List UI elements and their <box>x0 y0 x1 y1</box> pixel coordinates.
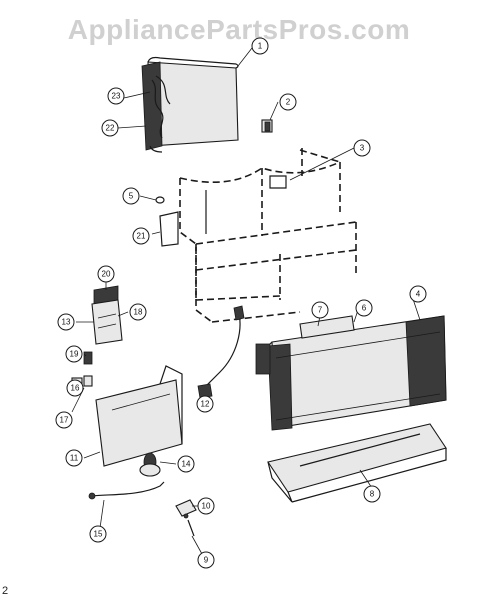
callout-label: 15 <box>94 530 103 539</box>
chassis-housing <box>179 148 357 323</box>
callout-14: 14 <box>177 455 195 473</box>
callout-circle <box>355 299 373 317</box>
callout-label: 3 <box>360 144 365 153</box>
callout-7: 7 <box>311 301 329 319</box>
callout-circle <box>57 313 75 331</box>
callout-5: 5 <box>122 187 140 205</box>
callout-label: 19 <box>70 350 79 359</box>
callout-4: 4 <box>409 285 427 303</box>
callout-label: 13 <box>62 318 71 327</box>
drain-tube <box>197 305 245 399</box>
callout-label: 8 <box>370 490 375 499</box>
small-fastener <box>155 196 165 204</box>
callout-label: 4 <box>416 290 421 299</box>
base-pan <box>267 423 447 503</box>
callout-6: 6 <box>355 299 373 317</box>
callout-12: 12 <box>196 395 214 413</box>
callout-circle <box>65 449 83 467</box>
callout-20: 20 <box>97 265 115 283</box>
callout-17: 17 <box>55 411 73 429</box>
callout-15: 15 <box>89 525 107 543</box>
callout-label: 1 <box>258 42 263 51</box>
callout-label: 2 <box>286 98 291 107</box>
control-bracket <box>95 365 183 467</box>
callout-11: 11 <box>65 449 83 467</box>
callout-circle <box>122 187 140 205</box>
callout-label: 14 <box>182 460 191 469</box>
callout-23: 23 <box>107 87 125 105</box>
callout-circle <box>311 301 329 319</box>
callout-circle <box>66 379 84 397</box>
bracket-part <box>159 211 179 247</box>
callout-label: 7 <box>318 306 323 315</box>
relay-part <box>139 452 161 477</box>
callout-label: 16 <box>71 384 80 393</box>
callout-circle <box>132 227 150 245</box>
callout-label: 17 <box>60 416 69 425</box>
callout-label: 20 <box>102 270 111 279</box>
callout-10: 10 <box>197 497 215 515</box>
clip-part <box>261 119 273 133</box>
callout-circle <box>363 485 381 503</box>
callout-label: 18 <box>134 308 143 317</box>
callout-label: 12 <box>201 400 210 409</box>
callout-1: 1 <box>251 37 269 55</box>
switch-module <box>91 285 123 345</box>
callout-2: 2 <box>279 93 297 111</box>
callout-circle <box>197 551 215 569</box>
callout-16: 16 <box>66 379 84 397</box>
callout-label: 21 <box>137 232 146 241</box>
callout-circle <box>197 497 215 515</box>
screw-parts <box>175 499 197 537</box>
callout-3: 3 <box>353 139 371 157</box>
callout-21: 21 <box>132 227 150 245</box>
callout-label: 23 <box>112 92 121 101</box>
callout-circle <box>107 87 125 105</box>
callout-circle <box>101 119 119 137</box>
callout-circle <box>177 455 195 473</box>
callout-circle <box>65 345 83 363</box>
callout-circle <box>251 37 269 55</box>
callout-label: 9 <box>204 556 209 565</box>
callout-19: 19 <box>65 345 83 363</box>
callout-label: 22 <box>106 124 115 133</box>
watermark: AppliancePartsPros.com <box>67 14 411 45</box>
callout-circle <box>353 139 371 157</box>
callout-label: 11 <box>70 454 79 463</box>
callout-circle <box>279 93 297 111</box>
callout-circle <box>55 411 73 429</box>
evaporator-coil <box>141 56 239 153</box>
callout-13: 13 <box>57 313 75 331</box>
condenser-coil <box>267 315 447 431</box>
fin-strip <box>255 315 355 375</box>
callout-label: 10 <box>202 502 211 511</box>
callout-9: 9 <box>197 551 215 569</box>
power-cord <box>88 481 165 500</box>
callout-label: 5 <box>129 192 134 201</box>
callout-22: 22 <box>101 119 119 137</box>
callout-circle <box>89 525 107 543</box>
callout-circle <box>97 265 115 283</box>
callout-circle <box>196 395 214 413</box>
callout-18: 18 <box>129 303 147 321</box>
callout-circle <box>409 285 427 303</box>
corner-mark: 2 <box>2 585 9 597</box>
callout-label: 6 <box>362 304 367 313</box>
callout-circle <box>129 303 147 321</box>
callout-8: 8 <box>363 485 381 503</box>
